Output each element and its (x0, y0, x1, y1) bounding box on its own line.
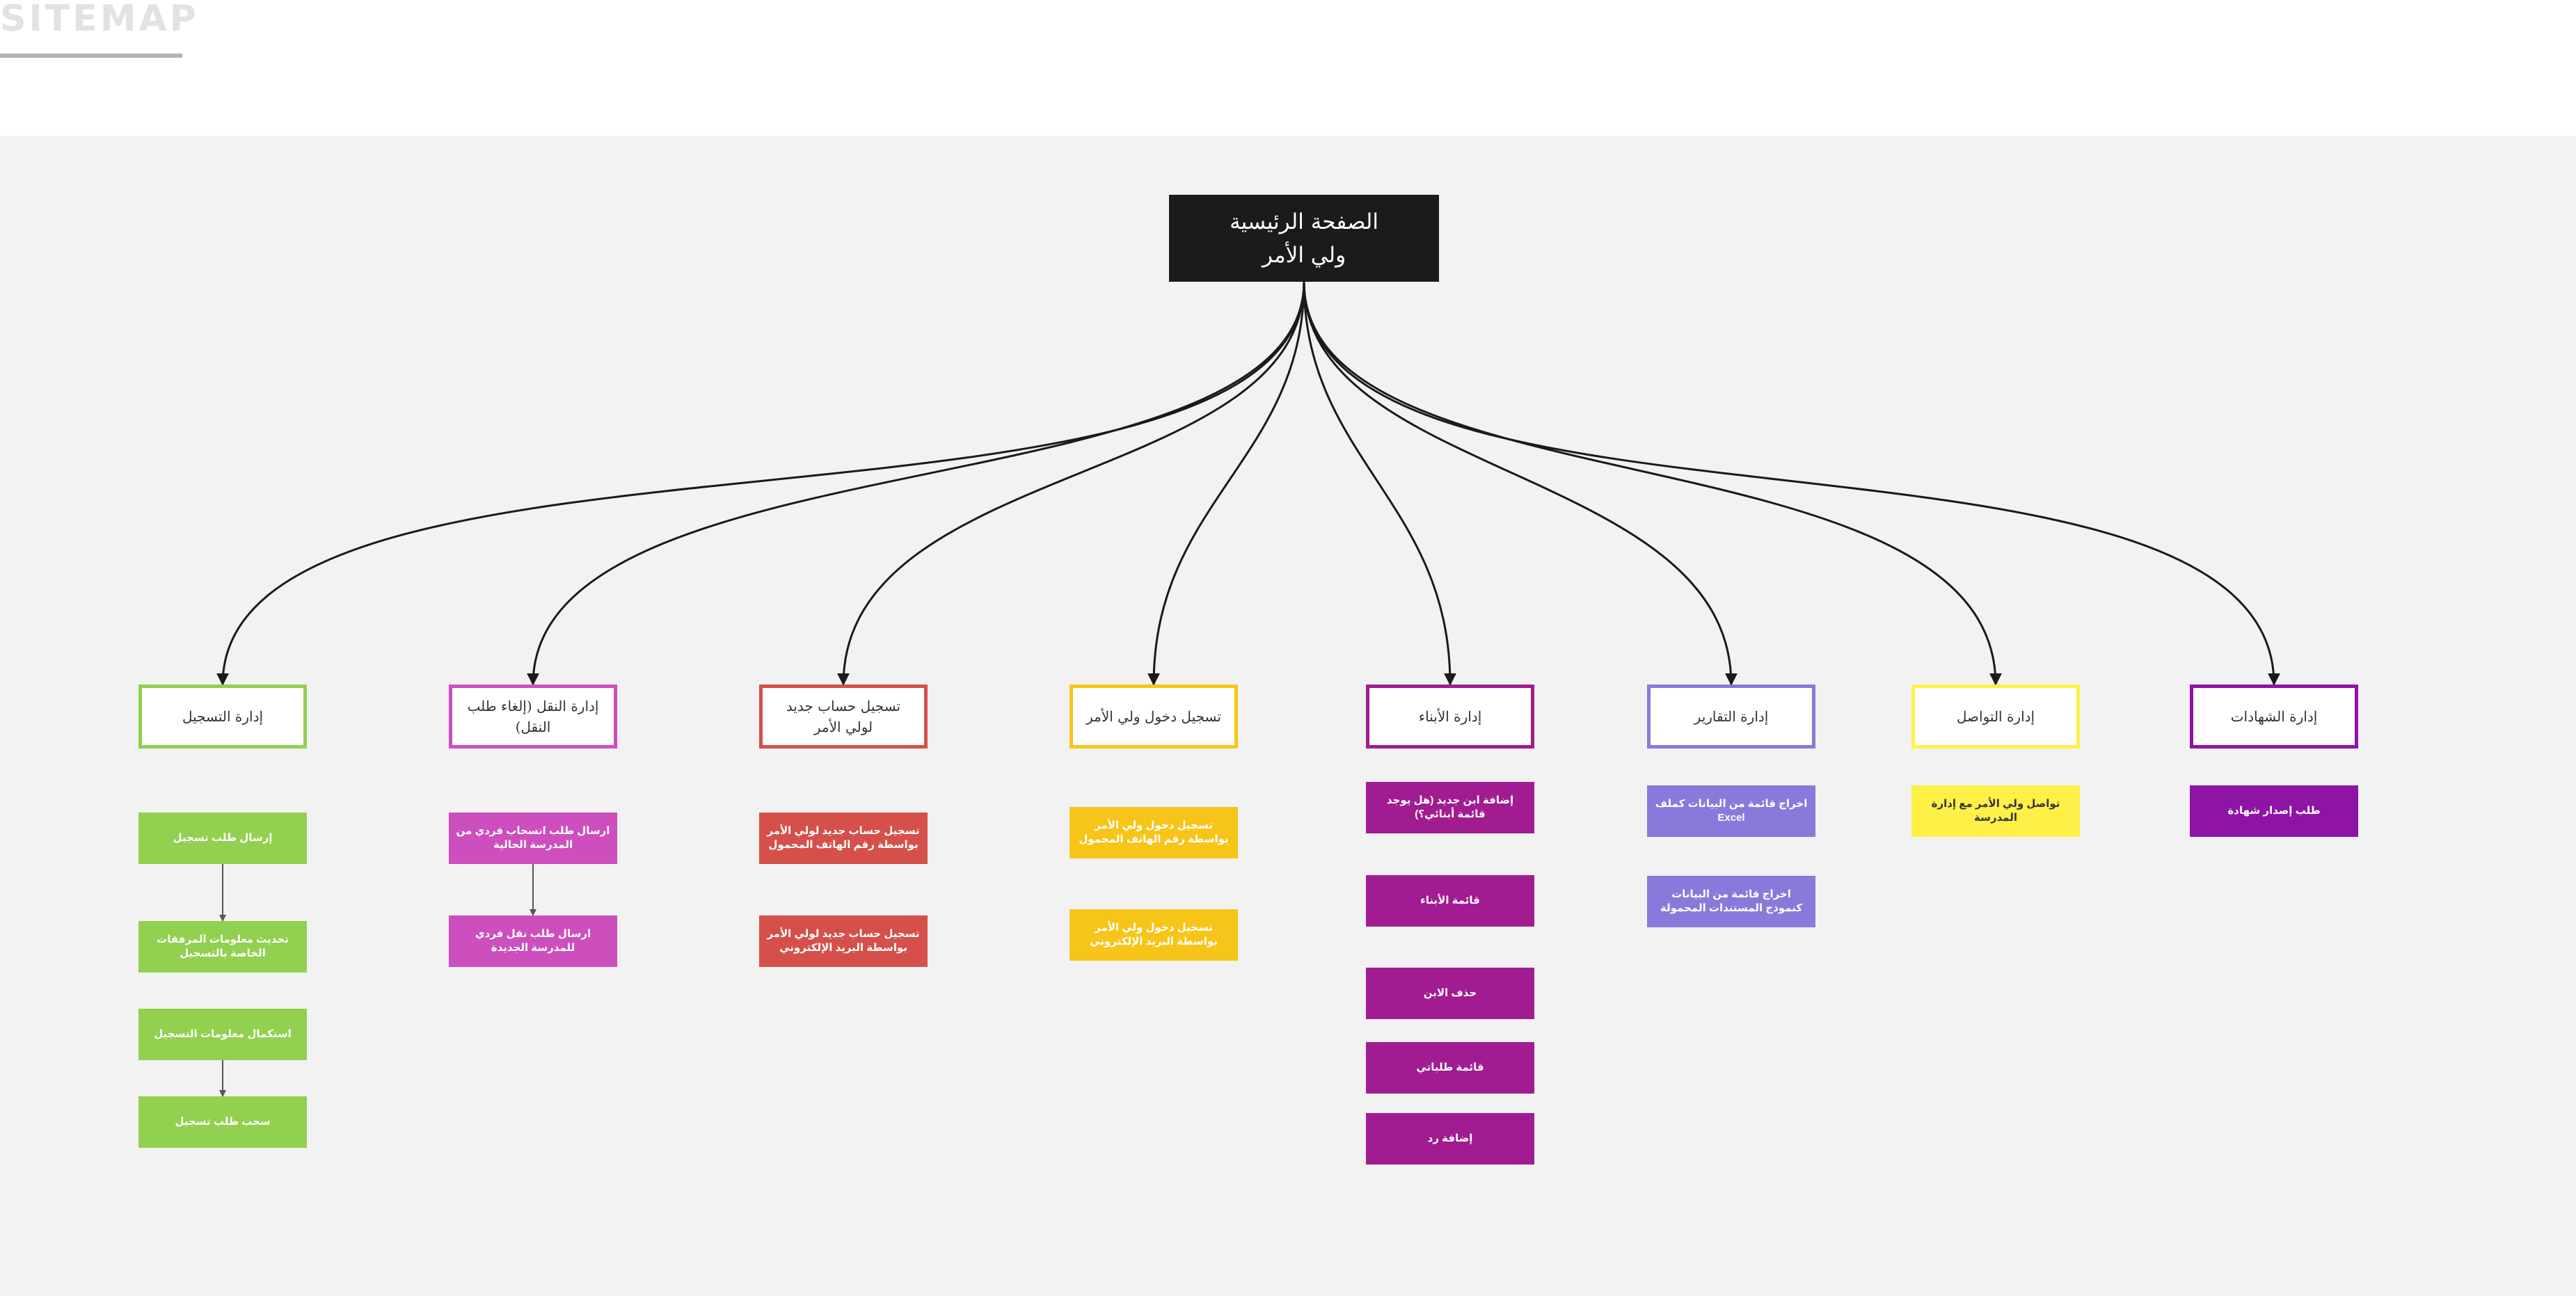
root-title-line1: الصفحة الرئيسية (1230, 209, 1378, 234)
link-root-certificates (1303, 281, 2280, 686)
leaf-registration-2: تحديث معلومات المرفقات الخاصة بالتسجيل (138, 921, 307, 973)
leaf-login-1: تسجيل دخول ولي الأمر بواسطة رقم الهاتف ا… (1070, 807, 1238, 858)
section-registration: إدارة التسجيل (138, 685, 307, 749)
leaf-reports-1: اخراج قائمة من البيانات كملف Excel (1647, 785, 1815, 837)
section-certificates: إدارة الشهادات (2190, 685, 2358, 749)
section-reports: إدارة التقارير (1647, 685, 1815, 749)
leaf-children-5: إضافة رد (1366, 1113, 1534, 1165)
leaf-reports-2: اخراج قائمة من البيانات كنموذج المستندات… (1647, 876, 1815, 927)
leaf-registration-3: استكمال معلومات التسجيل (138, 1009, 307, 1060)
leaf-login-2: تسجيل دخول ولي الأمر بواسطة البريد الإلك… (1070, 909, 1238, 961)
section-transfer: إدارة النقل (إلغاء طلب النقل) (449, 685, 617, 749)
link-root-children (1303, 281, 1456, 686)
leaf-transfer-2: ارسال طلب نقل فردي للمدرسة الجديدة (449, 915, 617, 967)
link-root-login (1147, 281, 1305, 686)
link-root-new-account (837, 281, 1305, 686)
link-root-transfer (527, 281, 1305, 686)
leaf-children-4: قائمة طلباتي (1366, 1042, 1534, 1094)
leaf-certificates-1: طلب إصدار شهادة (2190, 785, 2358, 837)
section-new-account: تسجيل حساب جديد لولي الأمر (759, 685, 928, 749)
leaf-registration-4: سحب طلب تسجيل (138, 1096, 307, 1148)
section-login: تسجيل دخول ولي الأمر (1070, 685, 1238, 749)
header-underline (0, 54, 182, 58)
section-communication: إدارة التواصل (1911, 685, 2080, 749)
leaf-new-account-1: تسجيل حساب جديد لولي الأمر بواسطة رقم ال… (759, 813, 928, 864)
link-root-registration (216, 281, 1305, 686)
leaf-new-account-2: تسجيل حساب جديد لولي الأمر بواسطة البريد… (759, 915, 928, 967)
leaf-children-2: قائمة الأبناء (1366, 875, 1534, 927)
header-title: SITEMAP (0, 0, 199, 40)
leaf-communication-1: تواصل ولي الأمر مع إدارة المدرسة (1911, 785, 2080, 837)
leaf-children-3: حذف الابن (1366, 968, 1534, 1019)
leaf-transfer-1: ارسال طلب انسحاب فردي من المدرسة الحالية (449, 813, 617, 864)
leaf-registration-1: إرسال طلب تسجيل (138, 813, 307, 864)
link-root-communication (1303, 281, 2002, 686)
root-node: الصفحة الرئيسية ولي الأمر (1169, 195, 1439, 282)
leaf-children-1: إضافة ابن جديد (هل يوجد قائمة أبنائي؟) (1366, 782, 1534, 833)
root-title-line2: ولي الأمر (1262, 242, 1346, 268)
diagram-canvas (0, 136, 2576, 1296)
section-children: إدارة الأبناء (1366, 685, 1534, 749)
link-root-reports (1303, 281, 1738, 686)
